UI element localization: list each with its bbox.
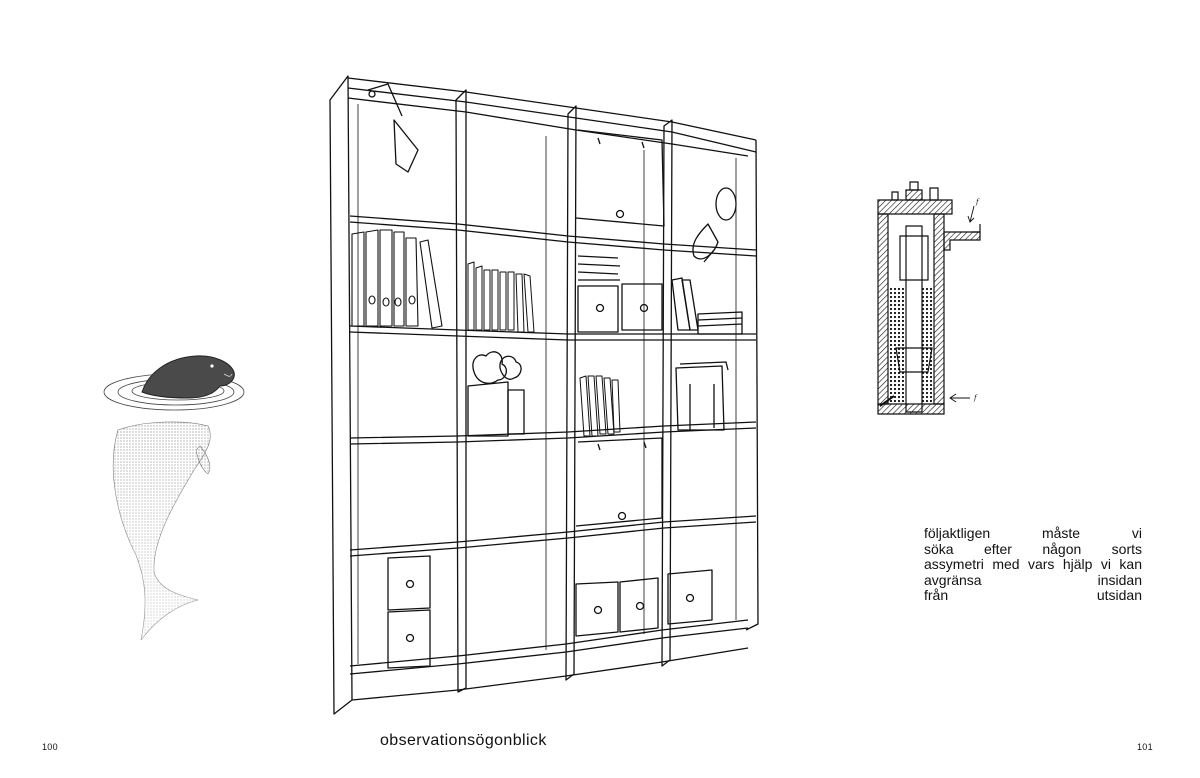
seal-illustration bbox=[96, 350, 246, 650]
svg-text:f: f bbox=[973, 394, 978, 402]
page-number-right: 101 bbox=[1137, 742, 1153, 752]
svg-text:f: f bbox=[975, 198, 980, 206]
illustration-caption: observationsögonblick bbox=[380, 732, 547, 749]
bookshelf-illustration bbox=[318, 64, 764, 724]
text-line: avgränsa insidan bbox=[924, 571, 1142, 588]
text-line: följaktligen måste vi bbox=[924, 525, 1142, 541]
cross-section-diagram: f f bbox=[870, 176, 988, 434]
text-line: söka efter någon sorts bbox=[924, 540, 1142, 557]
text-line: assymetri med vars hjälp vi kan bbox=[924, 556, 1142, 572]
body-text: följaktligen måste vi söka efter någon s… bbox=[924, 525, 1142, 604]
text-line: från utsidan bbox=[924, 587, 1142, 603]
page-number-left: 100 bbox=[42, 742, 58, 752]
